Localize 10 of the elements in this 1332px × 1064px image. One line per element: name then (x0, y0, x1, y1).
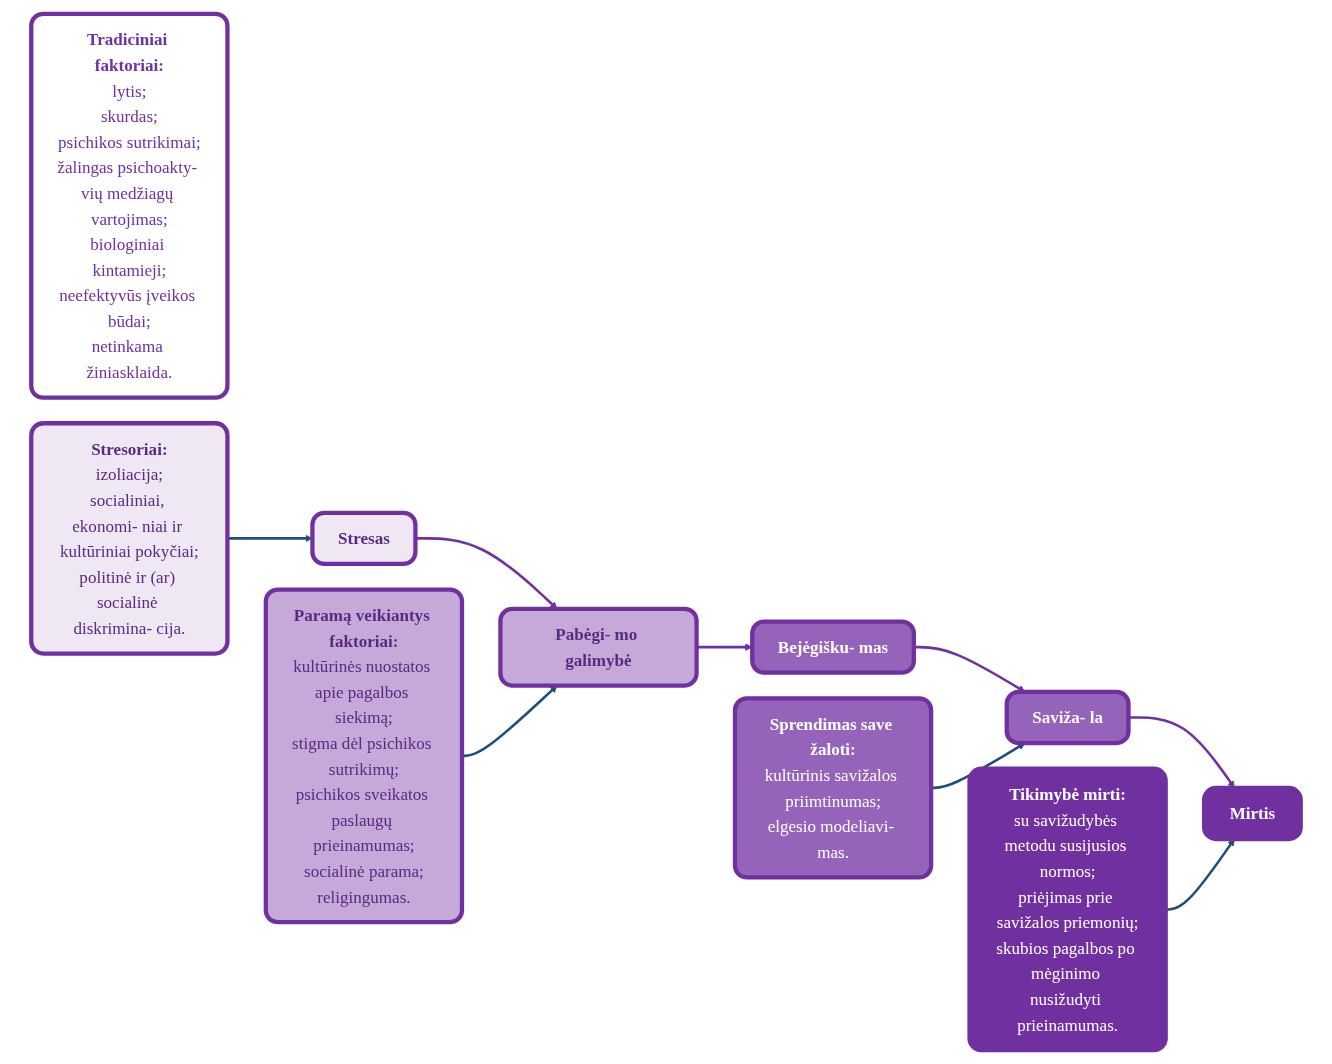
node-box: Stresas (310, 510, 418, 567)
node-box: Mirtis (1201, 785, 1303, 842)
node-box: Stresoriai: izoliacija; socialiniai, ekonomi- niai ir kultūriniai pokyčiai; politinė ir (ar) socialinė diskrimina- cija. (29, 421, 230, 656)
node-box: Tikimybė mirti: su savižudybės metodu susijusios normos; priėjimas prie savižalos priemonių; skubios pagalbos po mėginimo nusižudyti prieinamumas. (967, 766, 1168, 1053)
node-box: Tradiciniai faktoriai: lytis; skurdas; psichikos sutrikimai; žalingas psichoakty- vių medžiagų vartojimas; biologiniai kintamieji; neefektyvūs įveikos būdai; netinkama žiniasklaida. (29, 11, 230, 400)
node-box: Bejėgišku- mas (750, 619, 916, 675)
node-box: Saviža- la (1004, 689, 1131, 746)
node-box: Pabėgi- mo galimybė (498, 606, 699, 688)
node-box: Sprendimas save žaloti: kultūrinis savižalos priimtinumas; elgesio modeliavi- mas. (732, 696, 934, 880)
node-box: Paramą veikiantys faktoriai: kultūrinės nuostatos apie pagalbos siekimą; stigma dėl psichikos sutrikimų; psichikos sveikatos paslaugų prieinamumas; socialinė parama; religingumas. (263, 587, 465, 925)
